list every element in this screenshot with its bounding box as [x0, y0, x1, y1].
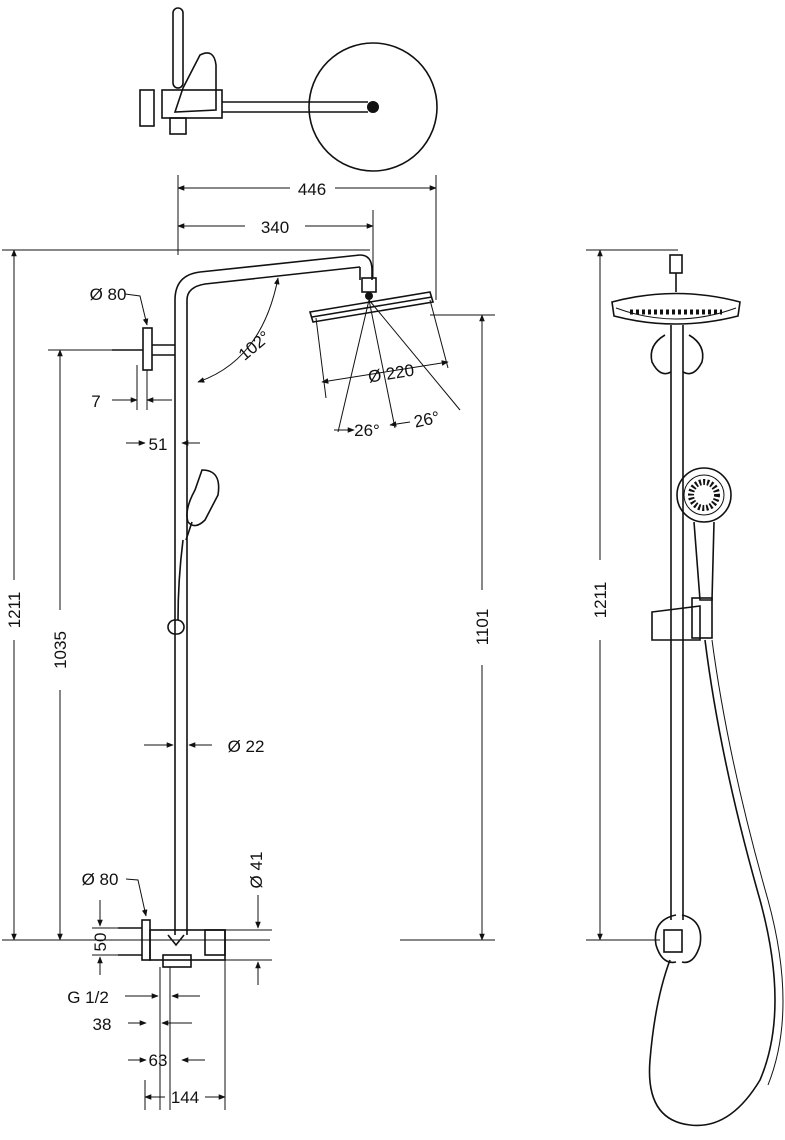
- wall-bracket-top: [142, 327, 153, 371]
- dim-angle-26-a: 26°: [354, 421, 380, 440]
- dim-38: 38: [93, 1015, 112, 1034]
- dim-1035: 1035: [51, 631, 70, 669]
- dim-340: 340: [261, 218, 289, 237]
- showerhead-side: [611, 292, 741, 325]
- dimension-lines: 446 340 1211 1035 1101 Ø 80 7: [2, 175, 495, 1110]
- hand-shower-face: [676, 467, 732, 523]
- dim-g12: G 1/2: [67, 988, 109, 1007]
- dim-446: 446: [298, 180, 326, 199]
- hose: [648, 639, 776, 1127]
- dim-63: 63: [149, 1051, 168, 1070]
- side-view: 1211: [586, 249, 784, 1127]
- front-view: [112, 254, 435, 1110]
- dim-144: 144: [171, 1088, 199, 1107]
- dim-d80-bottom: Ø 80: [82, 870, 119, 889]
- top-view: [139, 7, 438, 172]
- dim-d80-top: Ø 80: [90, 285, 127, 304]
- dim-1101: 1101: [473, 609, 492, 646]
- dim-7: 7: [91, 392, 100, 411]
- dim-angle-26-b: 26°: [412, 408, 441, 432]
- dim-d22: Ø 22: [228, 737, 265, 756]
- dim-d41: Ø 41: [247, 852, 266, 889]
- showerhead-top-circle: [308, 42, 438, 172]
- hand-shower: [186, 469, 220, 527]
- dim-1211-right: 1211: [591, 582, 610, 619]
- showerhead: [308, 291, 435, 323]
- dim-50: 50: [91, 933, 110, 952]
- dim-d220: Ø 220: [367, 361, 416, 387]
- dim-angle-102: 102°: [235, 327, 274, 364]
- dim-1211-left: 1211: [5, 592, 24, 629]
- dim-51: 51: [149, 435, 168, 454]
- slider: [167, 619, 185, 635]
